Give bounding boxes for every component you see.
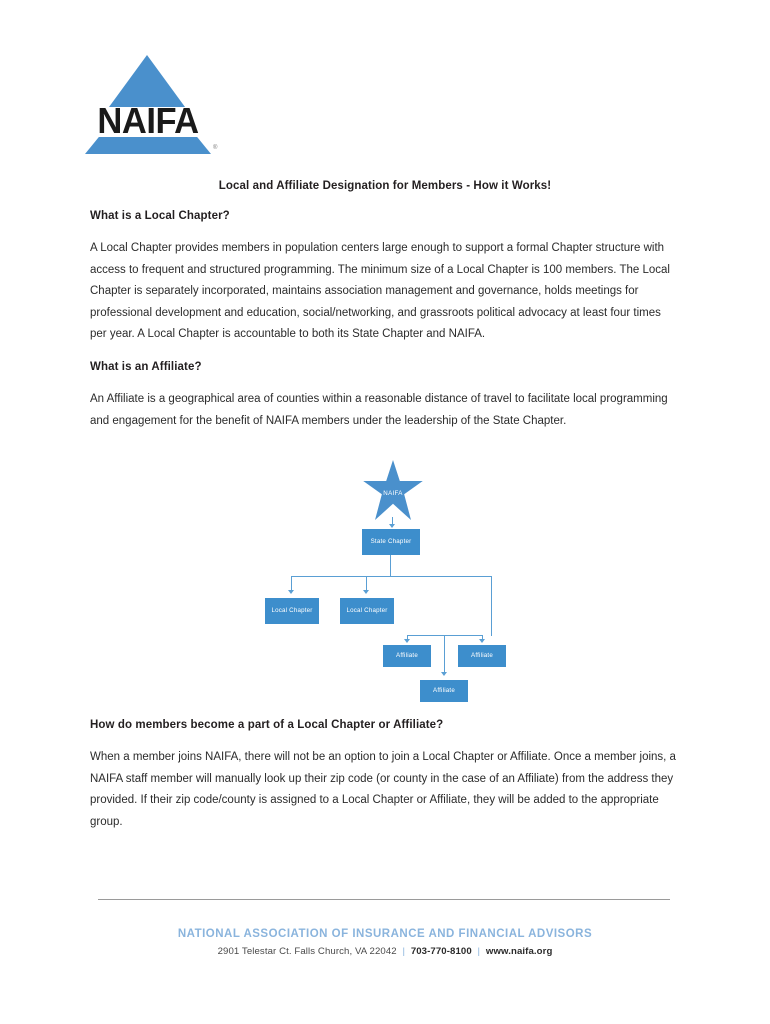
heading-local-chapter: What is a Local Chapter? [90,210,230,222]
arrow-to-local-2-icon [363,590,369,594]
org-node-affiliate-3-label: Affiliate [433,687,455,694]
arrow-naifa-to-state-icon [388,524,395,528]
org-node-local-chapter-1: Local Chapter [265,598,319,624]
footer-contact-line: 2901 Telestar Ct. Falls Church, VA 22042… [90,946,680,957]
page-title: Local and Affiliate Designation for Memb… [218,180,552,192]
connector-bus-to-affiliate-tier [491,576,493,636]
footer-organization-name: NATIONAL ASSOCIATION OF INSURANCE AND FI… [177,928,593,940]
paragraph-local-chapter: A Local Chapter provides members in popu… [90,242,670,340]
org-node-local-chapter-1-label: Local Chapter [271,607,313,614]
logo-wordmark: NAIFA [97,100,199,141]
footer-website-link[interactable]: www.naifa.org [485,946,553,957]
footer-phone[interactable]: 703-770-8100 [410,946,472,957]
connector-bus-to-local-2 [366,576,368,592]
org-node-local-chapter-2: Local Chapter [340,598,394,624]
logo-base-trapezoid-icon [85,137,211,154]
org-node-affiliate-1-label: Affiliate [396,652,418,659]
footer-separator-2: | [477,946,481,957]
org-node-state-chapter-label: State Chapter [370,538,412,545]
heading-affiliate: What is an Affiliate? [90,361,202,373]
paragraph-affiliate: An Affiliate is a geographical area of c… [90,393,668,427]
connector-state-down [390,555,392,577]
footer-divider [98,899,670,900]
connector-bus-to-affiliate-2 [482,635,484,641]
org-node-naifa-label: NAIFA [383,489,403,497]
connector-bus-to-affiliate-1 [407,635,409,641]
org-node-affiliate-1: Affiliate [383,645,431,667]
arrow-to-affiliate-3-icon [441,672,447,676]
org-node-naifa-star: NAIFA [363,460,423,520]
arrow-to-local-1-icon [288,590,294,594]
org-node-state-chapter: State Chapter [362,529,420,555]
heading-how-to-join: How do members become a part of a Local … [90,719,444,731]
org-node-affiliate-2: Affiliate [458,645,506,667]
connector-bus-affiliate [407,635,483,637]
paragraph-how-to-join: When a member joins NAIFA, there will no… [90,751,676,828]
org-node-affiliate-3: Affiliate [420,680,468,702]
arrow-to-affiliate-1-icon [404,639,410,643]
naifa-logo: NAIFA ® [82,55,222,165]
footer-address: 2901 Telestar Ct. Falls Church, VA 22042 [217,946,397,957]
org-chart-diagram: NAIFA State Chapter Local Chapter Local … [255,455,535,710]
registered-trademark-icon: ® [213,145,218,151]
org-node-affiliate-2-label: Affiliate [471,652,493,659]
connector-bus-tier2 [291,576,491,578]
logo-triangle-icon [109,55,185,107]
connector-to-affiliate-3 [444,636,446,674]
arrow-to-affiliate-2-icon [479,639,485,643]
connector-naifa-to-state [392,517,394,525]
org-node-local-chapter-2-label: Local Chapter [346,607,388,614]
footer-separator-1: | [402,946,406,957]
connector-bus-to-local-1 [291,576,293,592]
